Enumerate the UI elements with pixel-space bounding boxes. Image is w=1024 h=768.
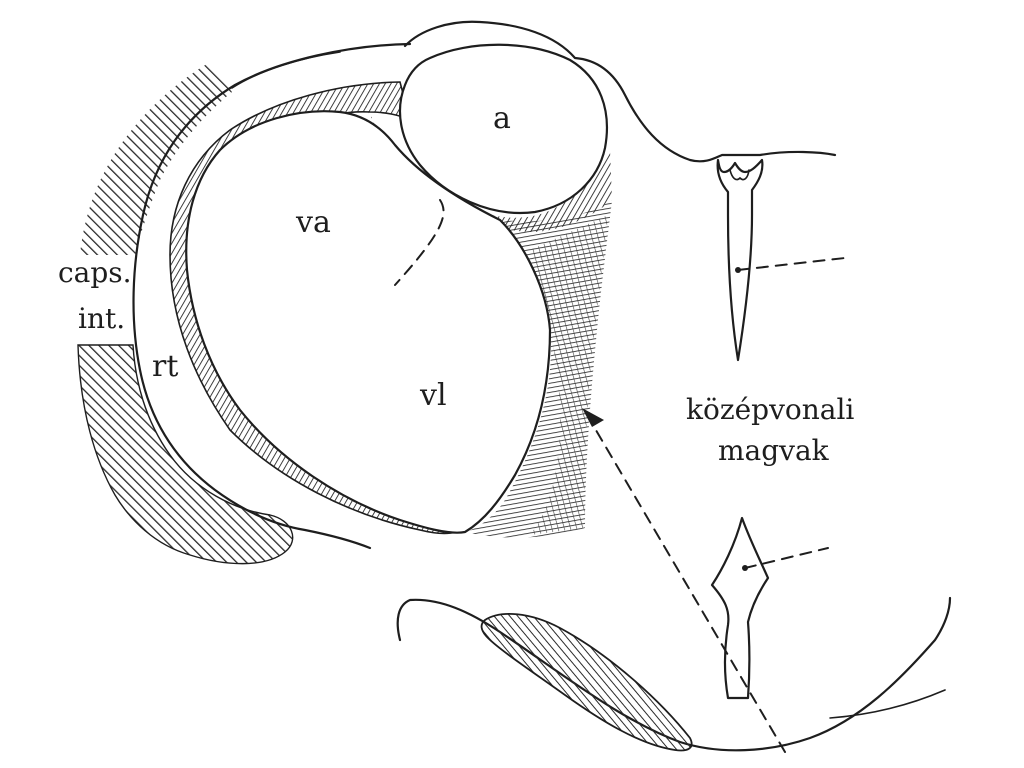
label-vl: vl [419, 378, 447, 413]
projection-arrow-head [582, 408, 604, 427]
dorsal-outline [403, 20, 837, 163]
midline-notch [729, 169, 750, 181]
ventral-nuclei-body [185, 110, 552, 534]
label-a: a [493, 101, 511, 136]
label-midline-line1: középvonali [686, 393, 854, 426]
label-va: va [295, 205, 331, 240]
label-caps-line2: int. [78, 302, 125, 335]
capsula-interna-lower-region [77, 344, 294, 565]
midline-lower-leader-line [744, 547, 829, 569]
va-leader-line [394, 199, 445, 286]
label-rt: rt [152, 349, 178, 384]
projection-arrow-line [589, 419, 786, 753]
fiber-fan-overlay [530, 215, 608, 535]
label-midline-line2: magvak [718, 434, 830, 467]
midline-lower-dot [742, 565, 748, 571]
midline-upper-leader-line [737, 257, 846, 271]
ventral-contour-inner [829, 689, 946, 719]
upper-left-contour [231, 51, 341, 89]
midline-nucleus-lower [710, 516, 770, 700]
midline-nucleus-upper [716, 158, 764, 362]
capsula-interna-upper-region [80, 62, 232, 255]
lower-hatched-oval [480, 612, 693, 752]
anterior-nucleus-a [398, 43, 609, 215]
label-caps-line1: caps. [58, 256, 132, 289]
midline-upper-dot [735, 267, 741, 273]
